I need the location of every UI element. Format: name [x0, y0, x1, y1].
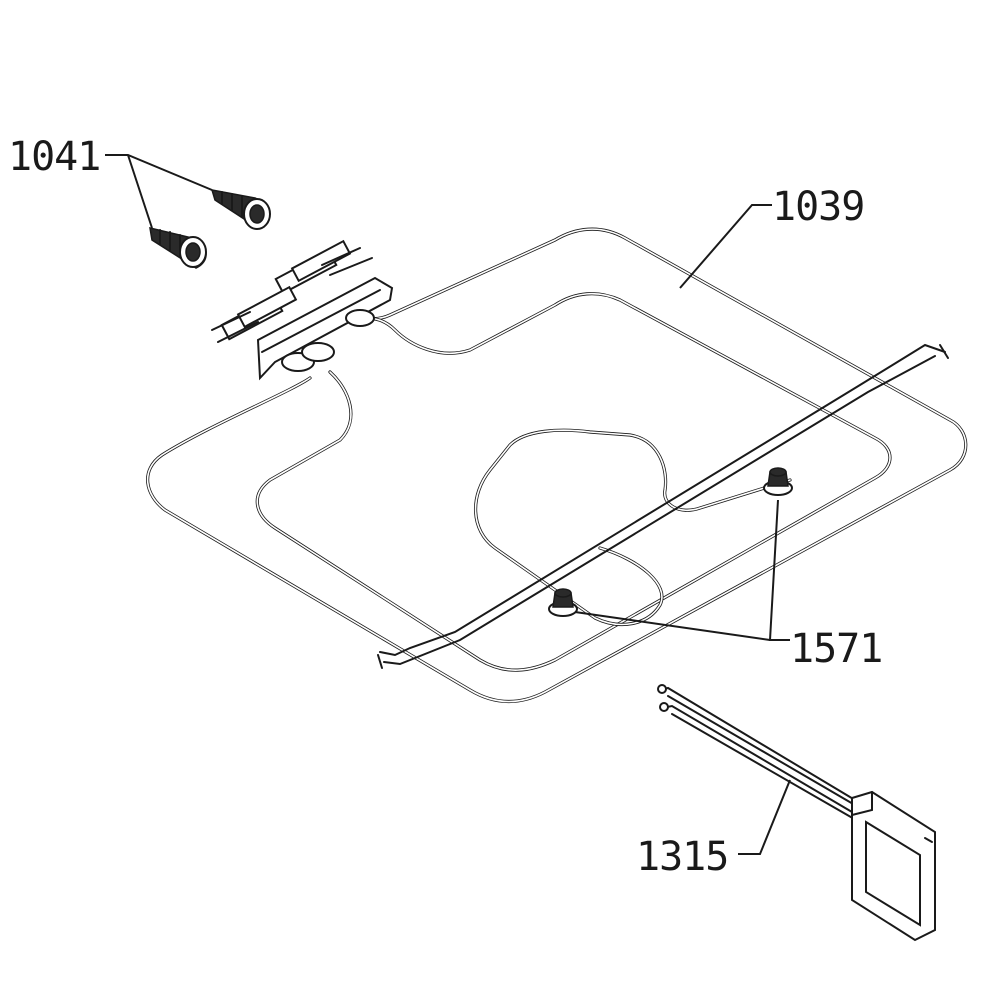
thermostat-probe-1315: [657, 684, 936, 942]
leader-lines: [105, 154, 791, 855]
label-1315: 1315: [636, 834, 728, 880]
label-1041: 1041: [8, 134, 100, 180]
label-1571: 1571: [790, 626, 882, 672]
label-1039: 1039: [772, 184, 864, 230]
terminal-block: [211, 239, 394, 381]
fixing-nut-1571-left: [548, 588, 578, 617]
heating-element-1039: [146, 227, 968, 704]
clip-part-1041-upper: [210, 189, 271, 230]
fixing-nut-1571-right: [763, 467, 793, 496]
clip-part-1041-lower: [149, 227, 207, 269]
